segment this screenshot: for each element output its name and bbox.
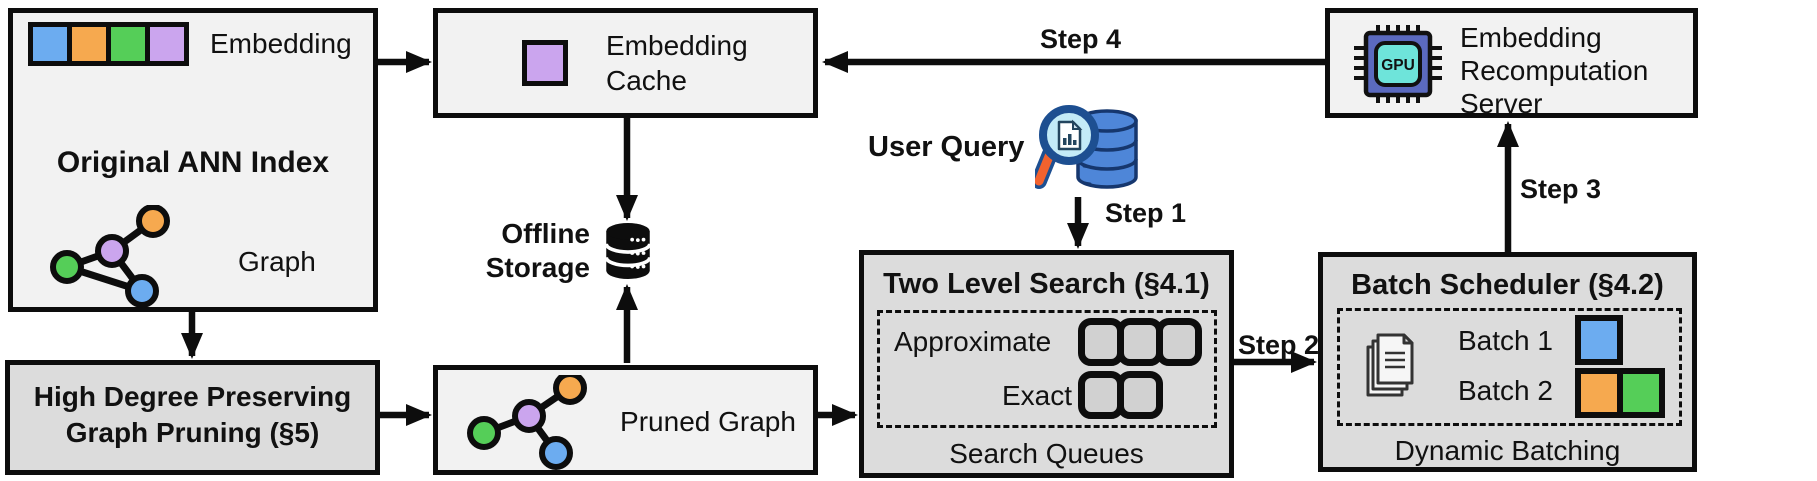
batch-item-orange	[1575, 368, 1623, 418]
gpu-chip-label: GPU	[1381, 57, 1415, 74]
embedding-cache-box: Embedding Cache	[433, 8, 818, 118]
embedding-cell-blue	[28, 22, 72, 66]
embedding-cache-label-line1: Embedding	[606, 30, 748, 61]
dynamic-batching-panel: Batch 1 Batch 2	[1337, 308, 1682, 426]
user-query-label: User Query	[868, 131, 1025, 163]
batch1-label: Batch 1	[1458, 325, 1553, 356]
graph-pruning-title-line1: High Degree Preserving	[33, 381, 352, 412]
original-ann-index-title: Original ANN Index	[56, 146, 330, 179]
query-documents-icon	[1366, 333, 1414, 397]
two-level-search-box: Two Level Search (§4.1) Approximate Exac…	[859, 250, 1234, 478]
pruned-graph-box: Pruned Graph	[433, 365, 818, 475]
embedding-cell-orange	[67, 22, 111, 66]
graph-pruning-box: High Degree Preserving Graph Pruning (§5…	[5, 360, 380, 475]
batch-item-blue	[1575, 315, 1623, 365]
pruned-graph-label: Pruned Graph	[620, 406, 796, 437]
step4-label: Step 4	[1040, 24, 1122, 54]
two-level-search-title: Two Level Search (§4.1)	[883, 268, 1210, 300]
embedding-cell-purple	[145, 22, 189, 66]
graph-label: Graph	[238, 246, 316, 277]
node-purple	[95, 234, 129, 268]
embedding-cache-label-line2: Cache	[606, 65, 687, 96]
magnifier-handle	[1035, 149, 1055, 186]
exact-label: Exact	[1002, 380, 1073, 411]
embedding-vector-icon	[28, 22, 189, 66]
offline-storage-label-line2: Storage	[485, 252, 590, 283]
exact-queue-slots	[1078, 371, 1163, 419]
embedding-cell-green	[106, 22, 150, 66]
search-queues-caption: Search Queues	[949, 438, 1144, 469]
graph-pruning-title-line2: Graph Pruning (§5)	[65, 417, 320, 448]
offline-storage-label-line1: Offline	[501, 218, 590, 249]
original-graph-icon	[50, 205, 170, 308]
embedding-label: Embedding	[210, 28, 352, 59]
offline-storage-database-icon	[604, 223, 652, 279]
pruned-graph-icon	[467, 375, 587, 470]
batch-scheduler-box: Batch Scheduler (§4.2) Batch 1 Ba	[1318, 252, 1697, 472]
node-green	[467, 416, 501, 450]
magnifier	[1035, 105, 1099, 189]
search-queues-panel: Approximate Exact	[877, 310, 1217, 428]
queue-slot	[1117, 371, 1163, 419]
server-label-line2: Recomputation	[1460, 55, 1649, 86]
batch2-items	[1575, 368, 1665, 418]
approximate-queue-slots	[1078, 318, 1202, 366]
queue-slot	[1156, 318, 1202, 366]
dynamic-batching-caption: Dynamic Batching	[1394, 435, 1621, 466]
gpu-chip-icon: GPU	[1354, 25, 1442, 103]
step2-label: Step 2	[1238, 330, 1320, 360]
step1-label: Step 1	[1105, 198, 1187, 228]
server-label-line1: Embedding	[1460, 22, 1602, 53]
batch-scheduler-title: Batch Scheduler (§4.2)	[1351, 269, 1664, 301]
approximate-label: Approximate	[894, 326, 1052, 357]
batch1-items	[1575, 315, 1623, 365]
node-blue	[539, 436, 573, 470]
user-query-icon	[1035, 105, 1138, 189]
document-chart-glyph	[1057, 119, 1083, 151]
batch-item-green	[1617, 368, 1665, 418]
node-orange	[136, 205, 170, 238]
node-blue	[125, 274, 159, 308]
node-purple	[512, 399, 546, 433]
recomputation-server-box: GPU Embedding Recomputation Server	[1325, 8, 1698, 119]
server-label-line3: Server	[1460, 88, 1543, 119]
original-ann-index-box: Embedding Original ANN Index Graph	[8, 8, 378, 312]
cached-embedding-icon	[522, 40, 568, 86]
node-green	[50, 250, 84, 284]
node-orange	[553, 375, 587, 405]
step3-label: Step 3	[1520, 174, 1602, 204]
batch2-label: Batch 2	[1458, 375, 1553, 406]
